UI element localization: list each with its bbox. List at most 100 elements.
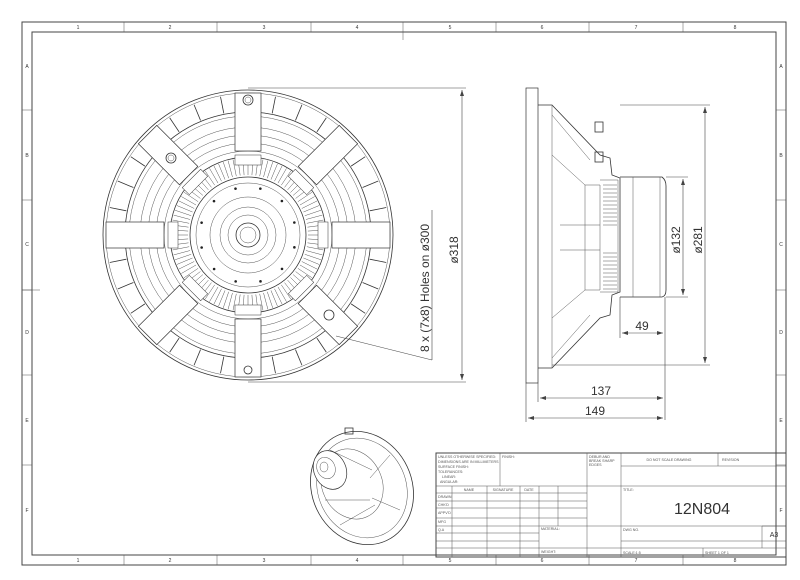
front-view-speaker <box>102 89 394 381</box>
zone-col-3-bottom: 3 <box>263 558 266 564</box>
arm-mount <box>234 154 262 166</box>
zone-col-6: 6 <box>541 25 544 31</box>
drawing-title: 12N804 <box>674 501 730 518</box>
title-block: UNLESS OTHERWISE SPECIFIED: DIMENSIONS A… <box>435 452 787 558</box>
basket-arm <box>287 124 359 196</box>
cooling-fin <box>305 250 323 256</box>
rim-rib <box>316 117 327 133</box>
title-field-label: TITLE: <box>623 488 634 492</box>
side-view-dimensions: ø281 ø132 49 137 149 <box>525 104 710 422</box>
rim-rib <box>295 104 303 121</box>
cooling-fin <box>281 170 291 186</box>
rim-rib <box>193 104 201 121</box>
cooling-fin <box>301 200 318 209</box>
rim-rib <box>117 282 134 290</box>
zone-col-3: 3 <box>263 25 266 31</box>
cooling-fin <box>281 284 291 300</box>
rim-rib <box>350 156 366 167</box>
tolerance-note-5: LINEAR: <box>442 475 456 479</box>
cooling-fin <box>297 192 313 202</box>
tolerance-note-1: UNLESS OTHERWISE SPECIFIED: <box>438 455 496 459</box>
zone-row-e-right: E <box>779 418 783 424</box>
rim-rib <box>193 349 201 366</box>
rim-rib <box>295 349 303 366</box>
cooling-fin <box>213 288 222 305</box>
zone-row-c-right: C <box>779 242 783 248</box>
cooling-fin <box>173 250 191 256</box>
cooling-fin <box>227 160 233 178</box>
cooling-fin <box>274 288 283 305</box>
zone-col-1-bottom: 1 <box>77 558 80 564</box>
cooling-fin <box>172 246 190 251</box>
rim-rib <box>362 282 379 290</box>
cooling-fin <box>176 257 193 265</box>
bolt-hole <box>200 246 203 249</box>
bolt-hole <box>293 221 296 224</box>
cooling-fin <box>274 165 283 182</box>
cooling-fin <box>277 286 287 302</box>
depth-49-label: 49 <box>635 319 649 333</box>
cooling-fin <box>263 292 269 310</box>
cooling-fin <box>259 159 264 177</box>
zone-row-c: C <box>25 242 29 248</box>
zone-col-5: 5 <box>449 25 452 31</box>
rim-rib <box>369 258 387 263</box>
zone-row-b: B <box>25 153 29 159</box>
zone-row-d: D <box>25 330 29 336</box>
rim-rib <box>220 96 225 114</box>
revision-label: REVISION <box>722 458 740 462</box>
cooling-fin <box>267 291 273 308</box>
zone-row-f-right: F <box>779 508 782 514</box>
cooling-fin <box>259 293 264 311</box>
cooling-fin <box>306 246 324 251</box>
cooling-fin <box>175 254 192 260</box>
arm-mount <box>181 168 209 196</box>
sheet-number-label: SHEET 1 OF 1 <box>705 551 729 555</box>
cooling-fin <box>183 268 199 278</box>
cooling-fin <box>176 205 193 213</box>
arm-spoke <box>105 221 165 249</box>
bolt-hole <box>200 221 203 224</box>
signature-column-header: SIGNATURE <box>493 488 514 492</box>
bolt-hole <box>280 267 284 271</box>
basket-arm <box>287 274 359 346</box>
cooling-fin <box>299 264 315 274</box>
zone-row-e: E <box>25 418 29 424</box>
depth-149-label: 149 <box>585 404 605 418</box>
cooling-fin <box>181 196 197 206</box>
cooling-fin <box>227 292 233 310</box>
cooling-fin <box>267 162 273 179</box>
cooling-fin <box>205 170 215 186</box>
cooling-fin <box>303 205 320 213</box>
tolerance-note-2: DIMENSIONS ARE IN MILLIMETERS <box>438 460 499 464</box>
cooling-fin <box>223 291 229 308</box>
holes-callout-label: 8 x (7x8) Holes on ø300 <box>418 224 432 352</box>
rim-rib <box>109 258 127 263</box>
rim-rib <box>169 117 180 133</box>
arm-spoke <box>234 92 262 152</box>
zone-col-4: 4 <box>356 25 359 31</box>
weight-label: WEIGHT: <box>541 550 556 554</box>
bolt-hole <box>293 246 296 249</box>
arm-spoke <box>137 284 199 346</box>
zone-col-7: 7 <box>635 25 638 31</box>
basket-arm <box>137 124 209 196</box>
rim-rib <box>169 337 180 353</box>
bolt-hole <box>212 267 216 271</box>
cooling-fin <box>304 254 321 260</box>
rim-rib <box>271 96 276 114</box>
zone-row-a-right: A <box>779 64 783 70</box>
cooling-fin <box>303 257 320 265</box>
date-column-header: DATE <box>524 488 534 492</box>
deburr-note-3: EDGES <box>589 463 602 467</box>
scale-label: SCALE:1:5 <box>623 551 641 555</box>
zone-col-8-bottom: 8 <box>734 558 737 564</box>
diameter-281-label: ø281 <box>691 226 705 254</box>
sheet-size-label: A3 <box>770 532 779 539</box>
do-not-scale-label: DO NOT SCALE DRAWING <box>647 458 692 462</box>
basket-arm <box>105 221 179 249</box>
cooling-fin <box>218 290 226 307</box>
rim-rib <box>109 207 127 212</box>
bolt-hole <box>234 280 237 283</box>
cooling-fin <box>173 214 191 220</box>
